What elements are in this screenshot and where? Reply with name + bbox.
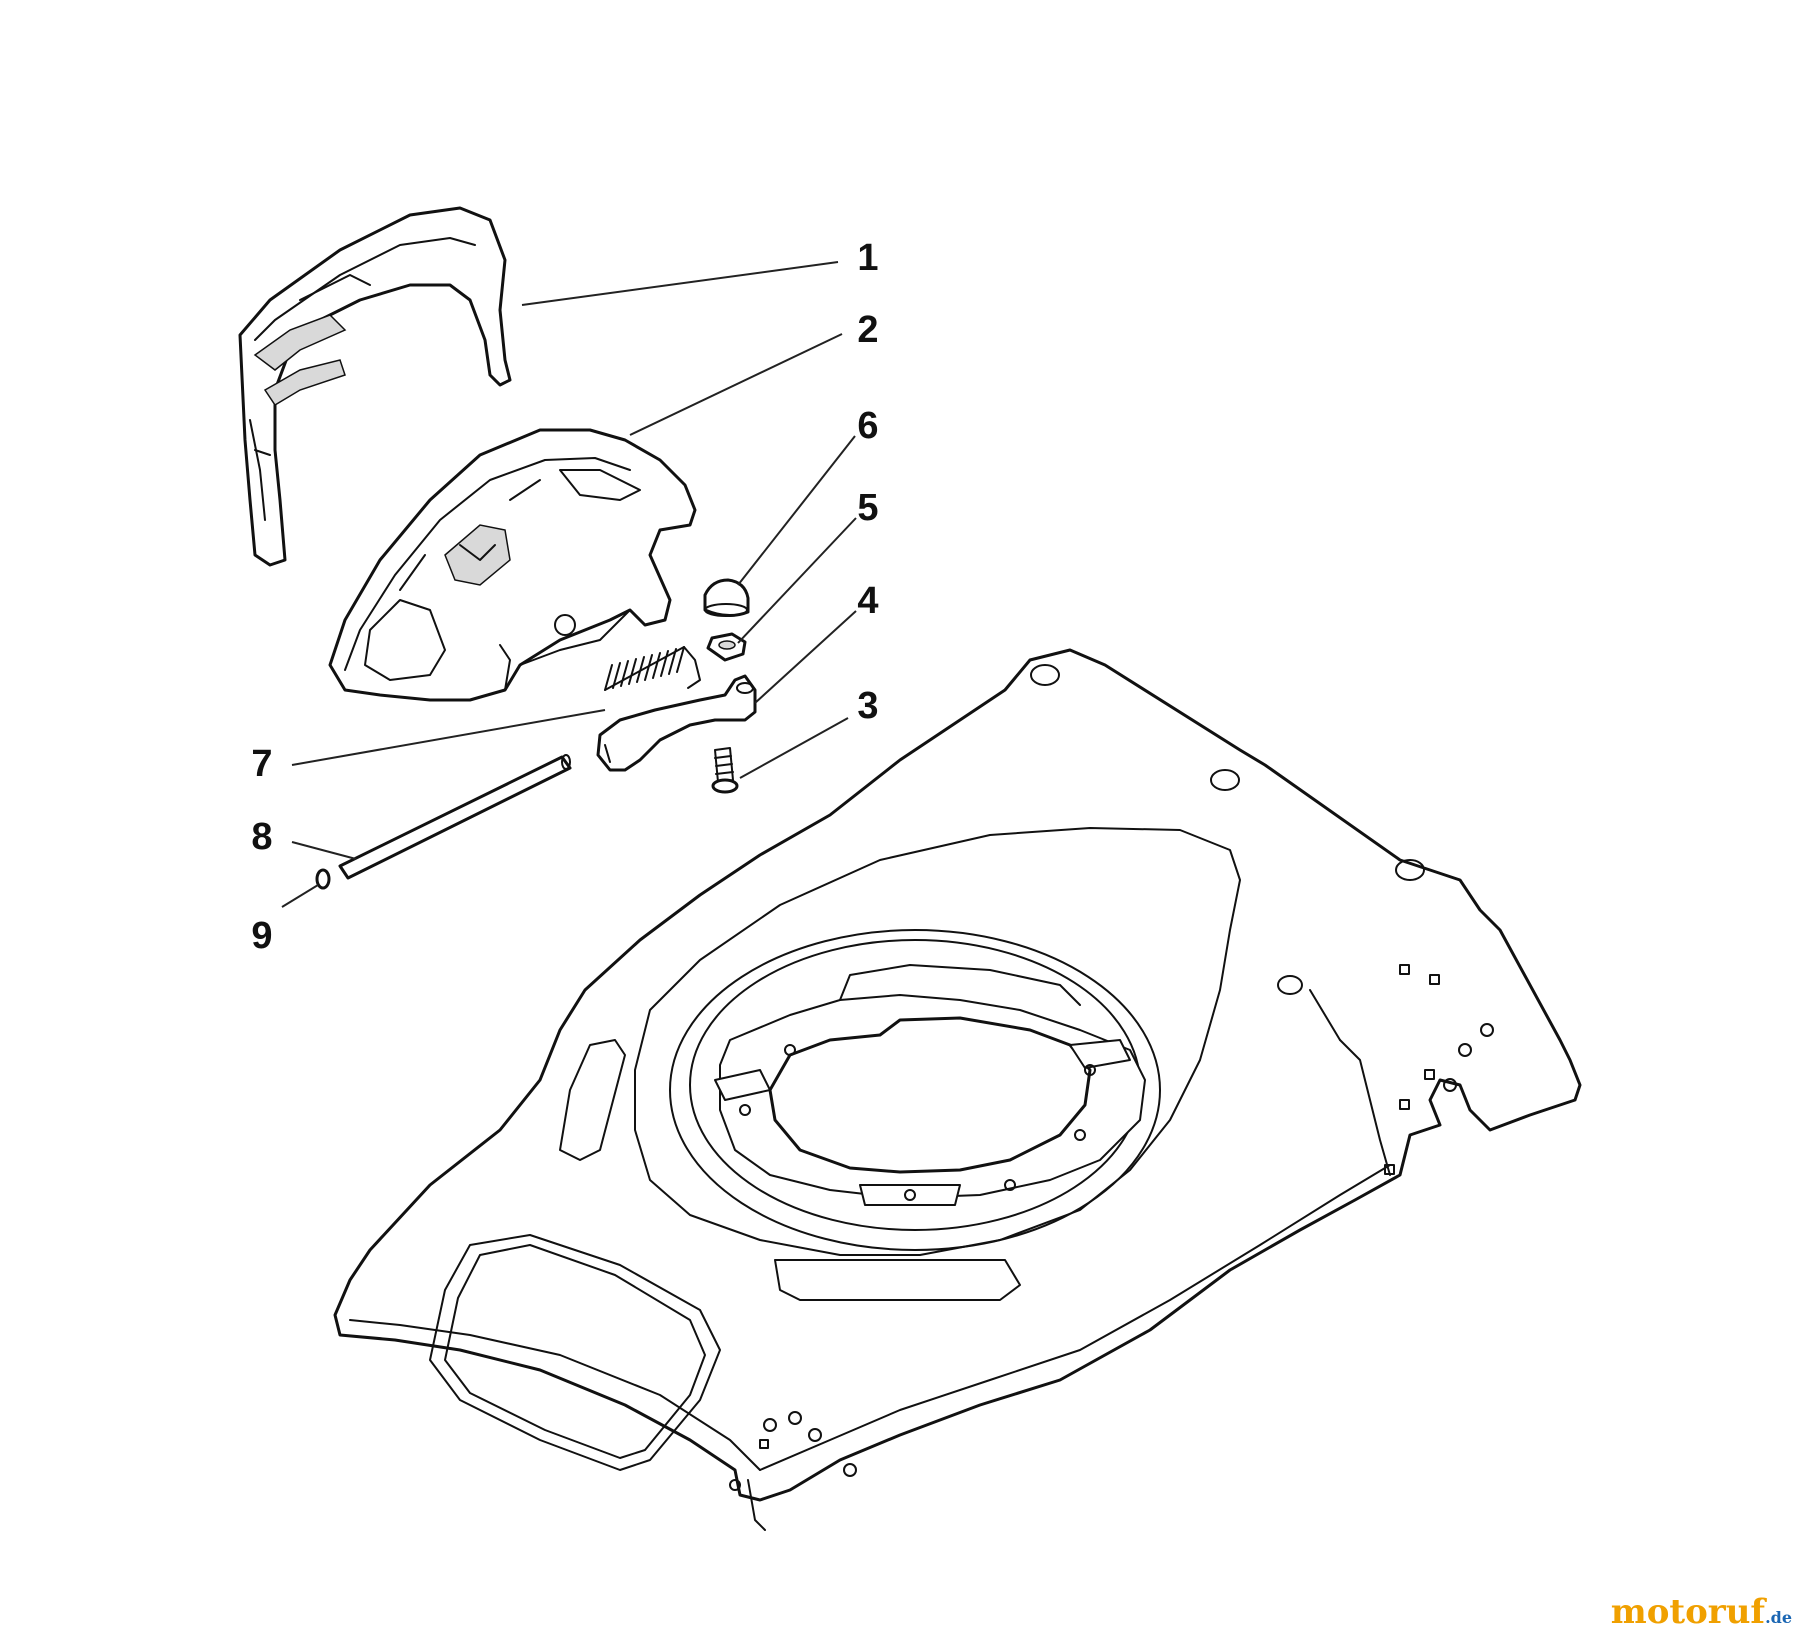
- part-bracket: [596, 674, 757, 772]
- callout-3: 3: [857, 685, 878, 727]
- leader-5: [737, 517, 857, 644]
- watermark-suffix: .de: [1765, 1608, 1792, 1627]
- leader-7: [291, 709, 606, 766]
- callout-1: 1: [857, 237, 878, 279]
- part-washer: [315, 868, 331, 890]
- callout-6: 6: [857, 405, 878, 447]
- callout-4: 4: [857, 580, 878, 622]
- callout-8: 8: [251, 816, 272, 858]
- mower-deck: [333, 648, 1582, 1531]
- watermark-brand: motoruf: [1610, 1592, 1766, 1632]
- part-cap: [703, 578, 750, 617]
- leader-2: [629, 333, 843, 436]
- leader-4: [754, 610, 857, 704]
- part-spring: [604, 646, 701, 691]
- part-chute-cover: [328, 428, 697, 702]
- part-nut: [706, 632, 747, 662]
- part-rear-flap: [238, 206, 512, 567]
- leader-lines: [281, 261, 857, 908]
- callout-7: 7: [251, 743, 272, 785]
- leader-1: [521, 261, 839, 306]
- callout-2: 2: [857, 309, 878, 351]
- leader-9: [281, 884, 319, 908]
- leader-6: [737, 435, 856, 586]
- leader-3: [739, 717, 849, 779]
- part-rod: [338, 754, 572, 880]
- part-screw: [711, 747, 739, 794]
- callout-labels: 1 2 6 5 4 3 7 8 9: [251, 237, 878, 957]
- callout-5: 5: [857, 487, 878, 529]
- watermark-logo: motoruf.de: [1611, 1595, 1792, 1629]
- callout-9: 9: [251, 915, 272, 957]
- leader-8: [291, 841, 357, 860]
